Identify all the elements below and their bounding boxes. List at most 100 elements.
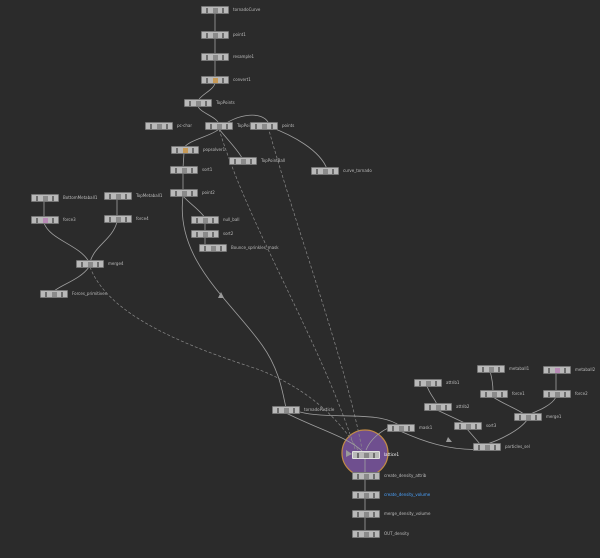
node-merge1[interactable]: merge1 <box>514 412 561 421</box>
node-merge4[interactable]: merge4 <box>76 259 123 268</box>
node-body[interactable] <box>191 229 219 238</box>
node-body[interactable] <box>250 121 278 130</box>
node-bottommetaball1[interactable]: BottomMetaball1 <box>31 193 97 202</box>
node-label: particles_sel <box>505 444 530 449</box>
node-body[interactable] <box>170 165 198 174</box>
node-sort3[interactable]: sort3 <box>454 421 496 430</box>
node-body[interactable] <box>31 193 59 202</box>
node-label: sort2 <box>223 231 234 236</box>
node-convert1[interactable]: convert1 <box>201 75 251 84</box>
node-body[interactable] <box>40 289 68 298</box>
node-body[interactable] <box>543 365 571 374</box>
node-body[interactable] <box>352 490 380 499</box>
node-label: mask1 <box>419 425 433 430</box>
node-body[interactable] <box>454 421 482 430</box>
node-label: TopMetaball1 <box>136 193 163 198</box>
node-body[interactable] <box>201 30 229 39</box>
node-body[interactable] <box>104 191 132 200</box>
node-particles-sel[interactable]: particles_sel <box>473 442 530 451</box>
node-label: null_ball <box>223 217 240 222</box>
node-sort2[interactable]: sort2 <box>191 229 233 238</box>
node-body[interactable] <box>352 450 380 459</box>
node-label: attrib1 <box>446 380 460 385</box>
node-tornadocurve[interactable]: tornadoCurve <box>201 5 260 14</box>
node-merge-density-volume[interactable]: merge_density_volume <box>352 509 430 518</box>
node-label: sort3 <box>486 423 497 428</box>
node-label: point2 <box>202 190 215 195</box>
node-create-density-attrib[interactable]: create_density_attrib <box>352 471 426 480</box>
node-tornadoparticle[interactable]: tornadoParticle <box>272 405 334 414</box>
node-force3[interactable]: force3 <box>31 215 76 224</box>
node-attrib1[interactable]: attrib1 <box>414 378 459 387</box>
node-force4[interactable]: force4 <box>104 214 149 223</box>
node-null-ball[interactable]: null_ball <box>191 215 240 224</box>
node-label: force4 <box>136 216 149 221</box>
node-body[interactable] <box>191 215 219 224</box>
node-body[interactable] <box>473 442 501 451</box>
node-body[interactable] <box>352 529 380 538</box>
node-label: TopPoint <box>237 123 254 128</box>
node-forces-primitives[interactable]: Forces_primitives <box>40 289 107 298</box>
node-metaball1[interactable]: metaball1 <box>477 364 529 373</box>
node-resample1[interactable]: resample1 <box>201 52 254 61</box>
node-label: OUT_density <box>384 531 410 536</box>
node-body[interactable] <box>229 156 257 165</box>
node-toppointball[interactable]: TopPointBall <box>229 156 285 165</box>
node-label: force1 <box>512 391 525 396</box>
node-sort1[interactable]: sort1 <box>170 165 212 174</box>
node-body[interactable] <box>201 75 229 84</box>
node-body[interactable] <box>387 423 415 432</box>
node-topmetaball1[interactable]: TopMetaball1 <box>104 191 162 200</box>
node-label: force2 <box>575 391 588 396</box>
node-attrib2[interactable]: attrib2 <box>424 402 469 411</box>
node-label: Bounce_sprinkles_mask <box>231 245 279 250</box>
node-label: merge_density_volume <box>384 511 431 516</box>
node-toppoints[interactable]: TopPoints <box>184 98 235 107</box>
node-body[interactable] <box>311 166 339 175</box>
node-body[interactable] <box>543 389 571 398</box>
node-label: metaball1 <box>509 366 530 371</box>
node-out-density[interactable]: OUT_density <box>352 529 409 538</box>
node-label: Forces_primitives <box>72 291 107 296</box>
node-metaball2[interactable]: metaball2 <box>543 365 595 374</box>
node-body[interactable] <box>352 509 380 518</box>
node-create-density-volume[interactable]: create_density_volume <box>352 490 430 499</box>
node-toppoint[interactable]: TopPoint <box>205 121 254 130</box>
node-label: create_density_volume <box>384 492 431 497</box>
node-body[interactable] <box>205 121 233 130</box>
node-pc-char[interactable]: pc-char <box>145 121 192 130</box>
node-body[interactable] <box>480 389 508 398</box>
node-label: BottomMetaball1 <box>63 195 98 200</box>
node-label: merge4 <box>108 261 124 266</box>
node-body[interactable] <box>31 215 59 224</box>
node-mask1[interactable]: mask1 <box>387 423 432 432</box>
node-body[interactable] <box>477 364 505 373</box>
node-lattice1[interactable]: lattice1 <box>352 450 399 459</box>
node-body[interactable] <box>145 121 173 130</box>
node-body[interactable] <box>184 98 212 107</box>
node-body[interactable] <box>424 402 452 411</box>
node-popsolver1[interactable]: popsolver1 <box>171 145 225 154</box>
node-body[interactable] <box>201 52 229 61</box>
node-label: tornadoCurve <box>233 7 261 12</box>
node-body[interactable] <box>272 405 300 414</box>
node-body[interactable] <box>414 378 442 387</box>
node-body[interactable] <box>199 243 227 252</box>
node-label: pc-char <box>177 123 193 128</box>
node-body[interactable] <box>514 412 542 421</box>
node-point1[interactable]: point1 <box>201 30 246 39</box>
node-label: resample1 <box>233 54 255 59</box>
node-body[interactable] <box>201 5 229 14</box>
node-point2[interactable]: point2 <box>170 188 215 197</box>
node-body[interactable] <box>104 214 132 223</box>
node-body[interactable] <box>76 259 104 268</box>
node-force1[interactable]: force1 <box>480 389 525 398</box>
node-body[interactable] <box>170 188 198 197</box>
node-curve-tornado[interactable]: curve_tornado <box>311 166 372 175</box>
node-body[interactable] <box>352 471 380 480</box>
node-force2[interactable]: force2 <box>543 389 588 398</box>
node-bounce-sprinkles-mask[interactable]: Bounce_sprinkles_mask <box>199 243 279 252</box>
node-body[interactable] <box>171 145 199 154</box>
node-points[interactable]: points <box>250 121 294 130</box>
